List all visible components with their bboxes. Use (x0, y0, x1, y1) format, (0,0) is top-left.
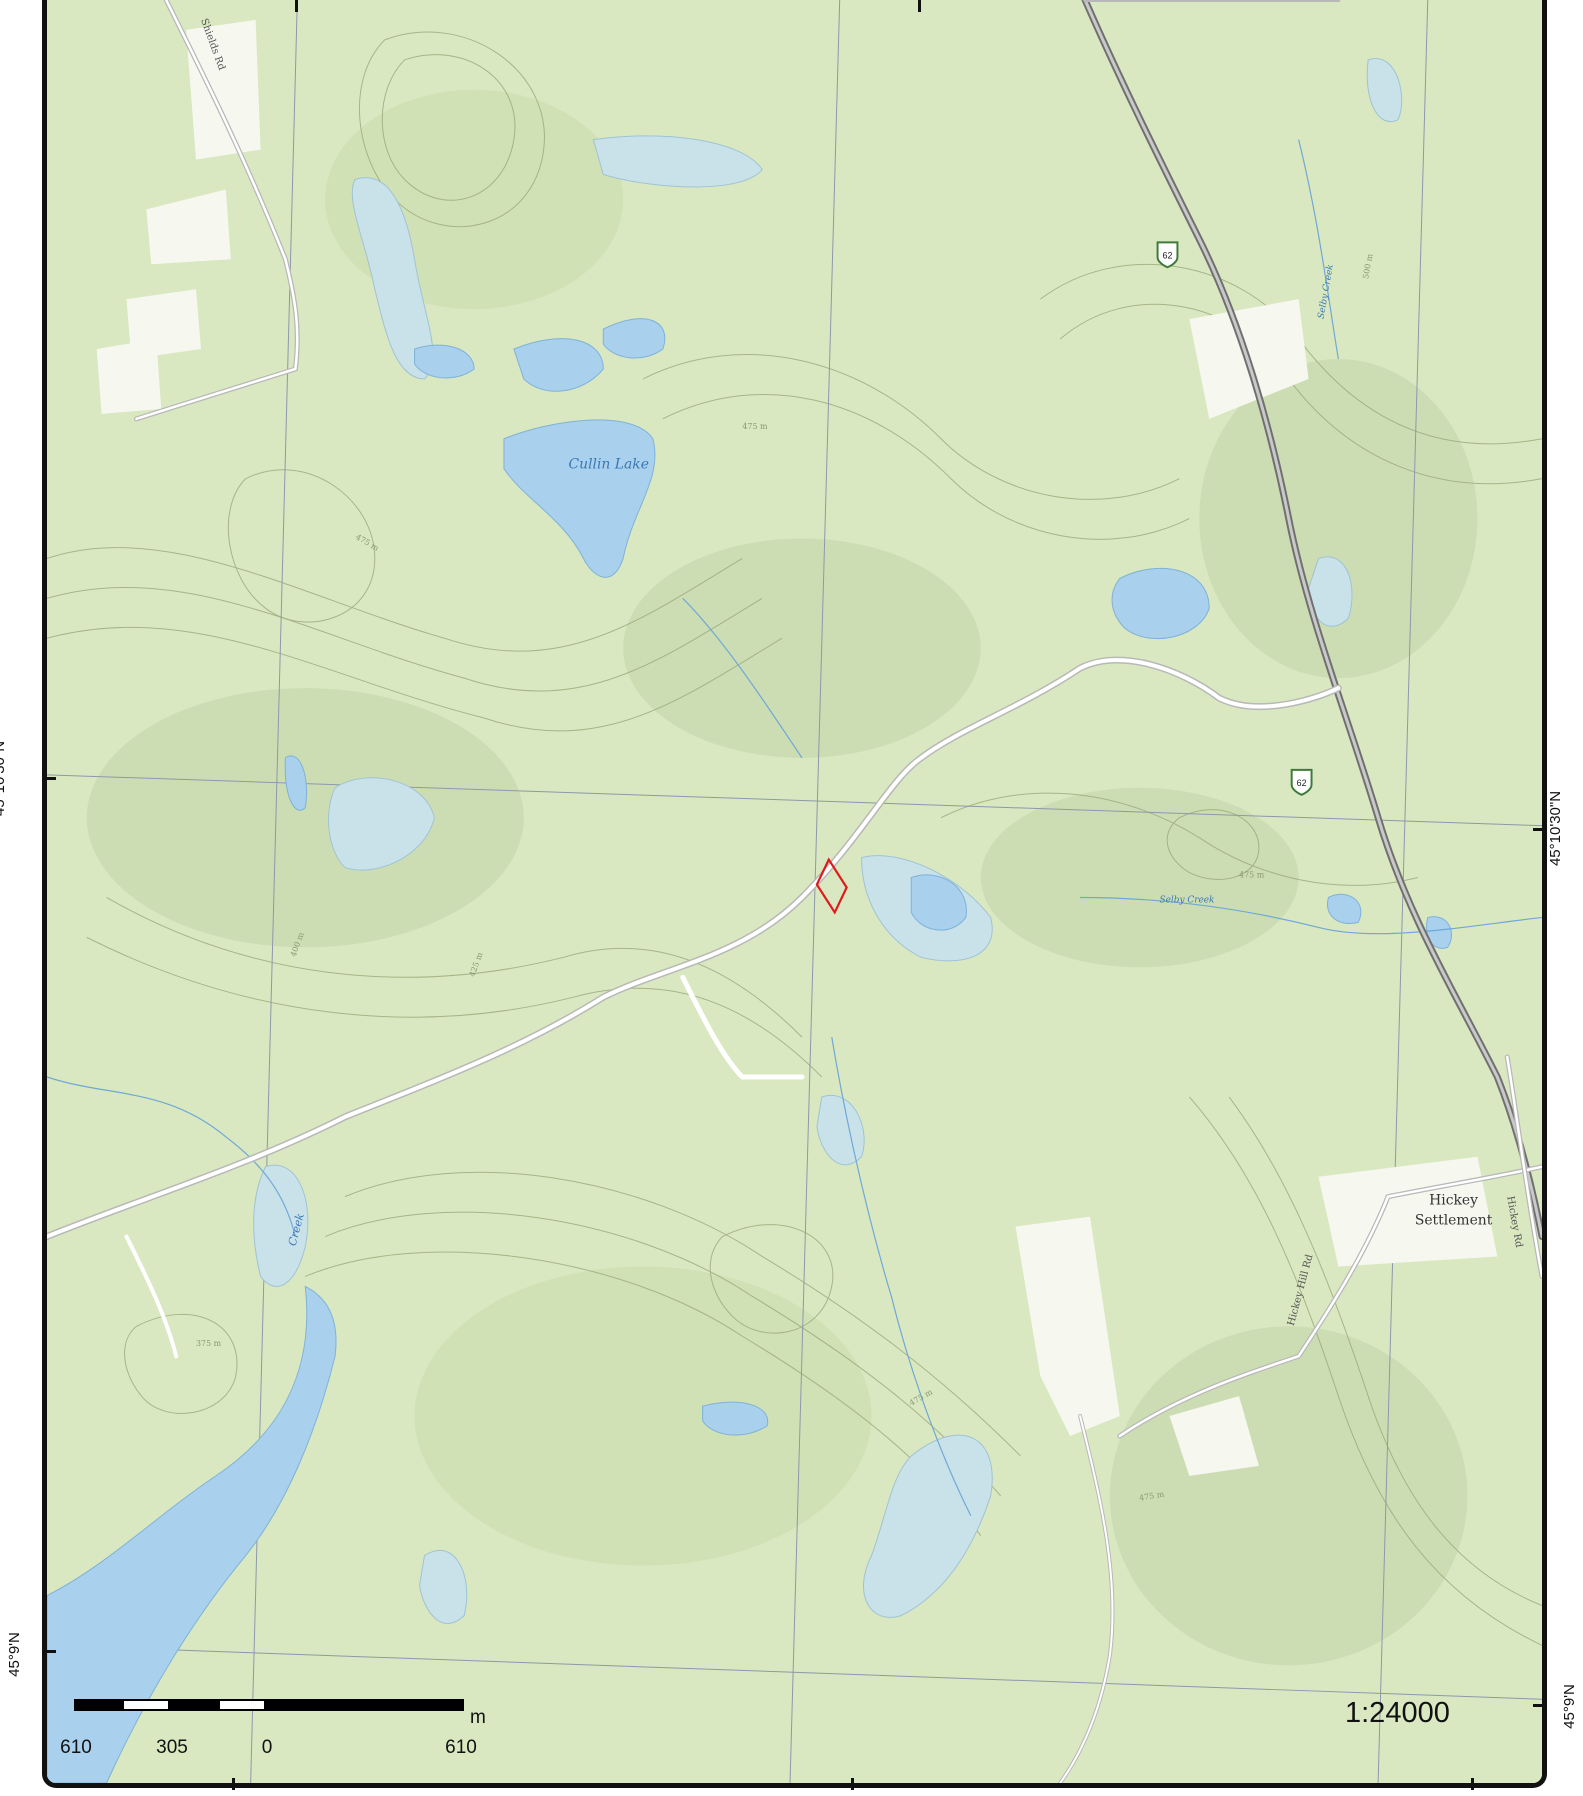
streams (47, 139, 1542, 1517)
latitude-label-left-bottom: 45°9'N (5, 1632, 23, 1677)
tick-left-1 (42, 777, 56, 780)
scale-tick-label: 610 (445, 1737, 477, 1758)
scale-tick-label: 610 (60, 1737, 92, 1758)
contour-label: 500 m (1361, 253, 1374, 280)
roads (47, 0, 1542, 1783)
scale-bar-segment (170, 1699, 218, 1711)
topographic-map[interactable]: 62 62 Cullin Lake Hickey Settlement Hick… (47, 0, 1542, 1783)
selby-creek-label-lower: Selby Creek (1160, 895, 1215, 905)
latitude-label-left-top: 45°10'30"N (0, 740, 9, 817)
scale-bar-segment (266, 1699, 464, 1711)
site-outline[interactable] (815, 857, 848, 915)
scale-bar-segment (74, 1699, 122, 1711)
hickey-settlement-label: Hickey (1429, 1193, 1478, 1209)
tick-bottom-2 (851, 1778, 854, 1790)
contour-label: 475 m (1138, 1489, 1165, 1502)
tick-left-2 (42, 1650, 56, 1653)
svg-text:62: 62 (1163, 250, 1173, 260)
tick-right-2 (1533, 1704, 1547, 1707)
scale-unit: m (470, 1707, 486, 1728)
contour-label: 475 m (1239, 871, 1265, 880)
land-background (47, 0, 1542, 1783)
contour-label: 375 m (196, 1339, 222, 1348)
tick-right-1 (1533, 828, 1547, 831)
map-frame[interactable]: 62 62 Cullin Lake Hickey Settlement Hick… (42, 0, 1547, 1788)
latitude-label-right-top: 45°10'30"N (1547, 790, 1565, 867)
contour-label: 475 m (742, 422, 768, 431)
scale-bar-segment (218, 1699, 266, 1711)
tick-top-2 (918, 0, 921, 12)
tick-bottom-3 (1471, 1778, 1474, 1790)
highway-shield-upper: 62 (1156, 241, 1179, 269)
scale-ratio: 1:24000 (1345, 1697, 1450, 1729)
highway-shield-lower: 62 (1290, 768, 1313, 796)
scale-tick-label: 305 (156, 1737, 188, 1758)
tick-top-1 (295, 0, 298, 12)
water-bodies (47, 318, 1453, 1783)
scale-tick-label: 0 (261, 1737, 273, 1758)
cullin-lake-label: Cullin Lake (569, 457, 649, 473)
cullin-lake-shape (503, 419, 656, 578)
latitude-label-right-bottom: 45°9'N (1560, 1684, 1578, 1729)
scale-bar-segment (122, 1699, 170, 1711)
large-lake-shape (47, 1285, 337, 1783)
svg-text:62: 62 (1297, 778, 1307, 788)
hickey-settlement-label-2: Settlement (1415, 1213, 1493, 1229)
clearings (96, 19, 1498, 1476)
scale-bar: 610 305 0 610 m (60, 1699, 494, 1769)
tick-bottom-1 (232, 1778, 235, 1790)
